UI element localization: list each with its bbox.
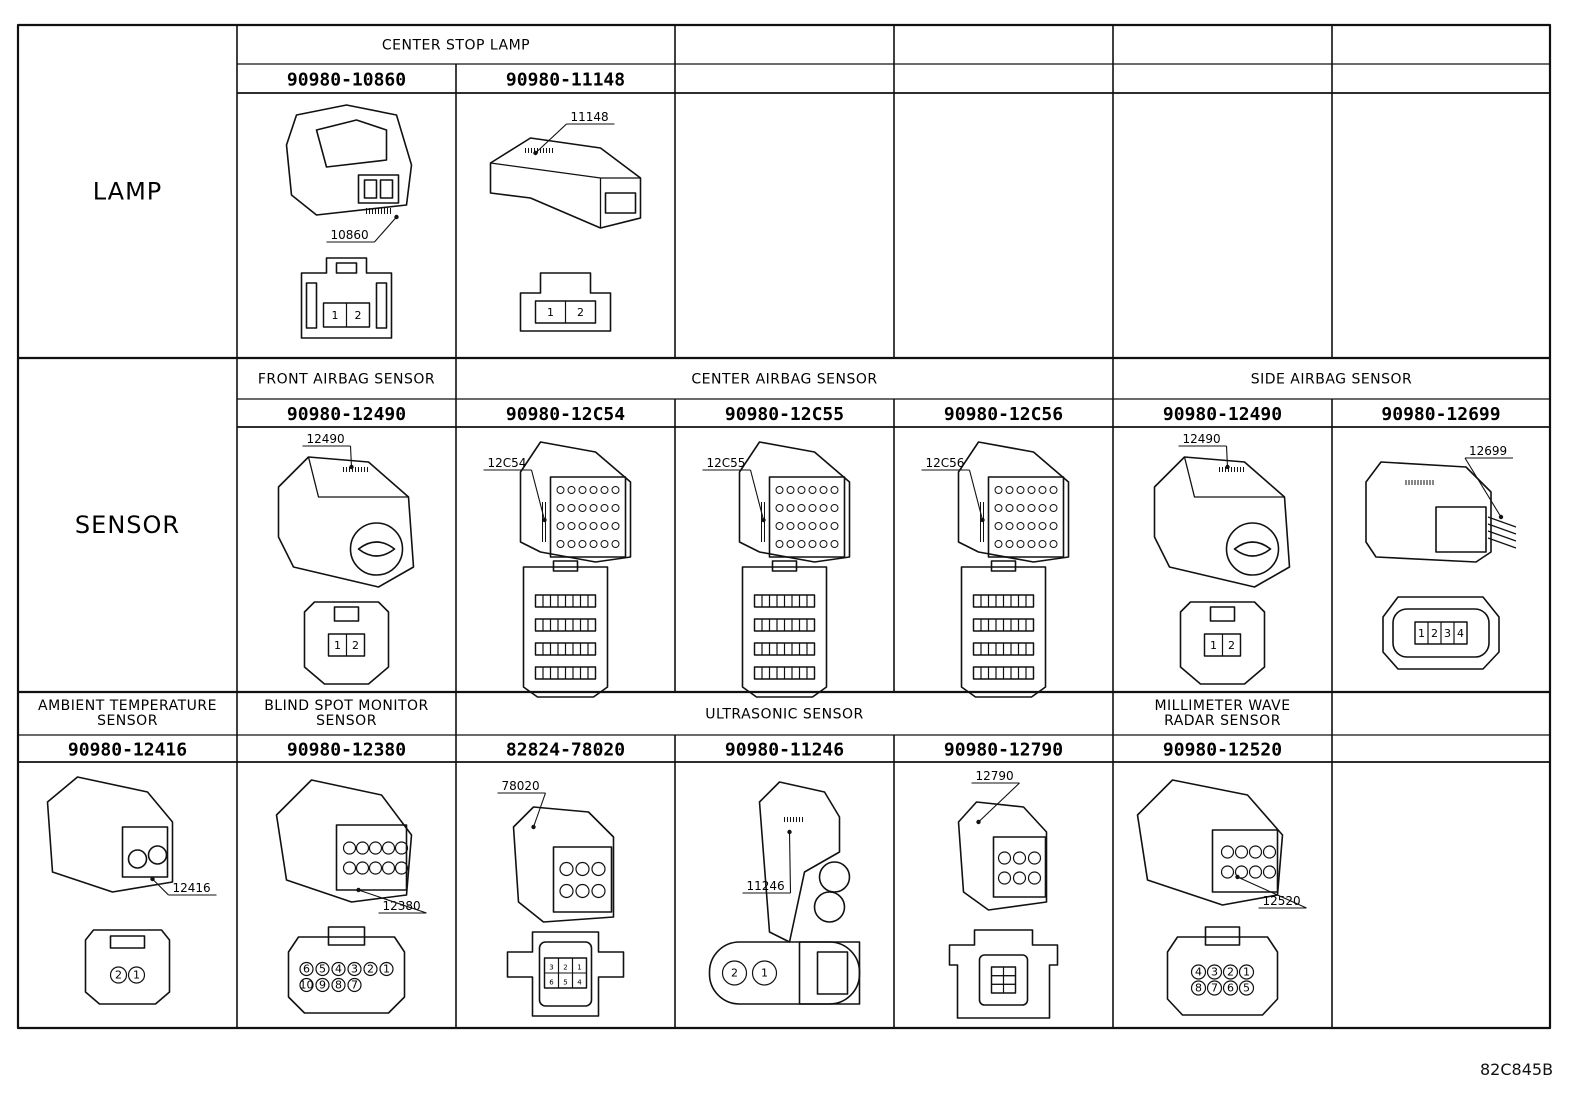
section-title: FRONT AIRBAG SENSOR	[258, 372, 435, 388]
pin-number: 1	[547, 306, 554, 319]
part-number: 90980-11246	[725, 740, 844, 761]
connector-90980-11148: 11148 1 2	[489, 110, 642, 332]
connector-82824-78020: 78020 3 2 1 6 5 4	[497, 779, 625, 1017]
part-number: 90980-12C56	[944, 404, 1063, 425]
pin-number: 1	[577, 964, 581, 972]
pin-number: 5	[563, 979, 567, 987]
pin-number: 1	[334, 639, 341, 652]
callout-label: 12C55	[707, 456, 746, 470]
row-label-sensor: SENSOR	[75, 511, 180, 539]
pin-number: 1	[383, 963, 390, 976]
pin-number: 2	[352, 639, 359, 652]
pin-number: 4	[1195, 966, 1202, 979]
callout-label: 12C56	[926, 456, 965, 470]
pin-number: 8	[1195, 982, 1202, 995]
part-number: 82824-78020	[506, 740, 625, 761]
callout-label: 12C54	[488, 456, 527, 470]
pin-number: 3	[549, 964, 553, 972]
section-title: SIDE AIRBAG SENSOR	[1251, 372, 1413, 388]
callout-label: 12490	[1183, 432, 1221, 446]
pin-number: 4	[577, 979, 582, 987]
pin-number: 1	[133, 969, 140, 982]
grid-lines	[16, 23, 1552, 1030]
part-number: 90980-12490	[287, 404, 406, 425]
connector-90980-12C54: 12C54	[483, 441, 632, 698]
pin-number: 2	[355, 309, 362, 322]
pin-number: 1	[1210, 639, 1217, 652]
callout-label: 12380	[383, 899, 421, 913]
pin-number: 10	[300, 979, 314, 992]
pin-number: 4	[335, 963, 342, 976]
pin-number: 2	[1227, 966, 1234, 979]
part-number: 90980-12490	[1163, 404, 1282, 425]
pin-number: 2	[731, 967, 738, 980]
part-number: 90980-10860	[287, 70, 406, 91]
connector-90980-12C55: 12C55	[702, 441, 851, 698]
pin-number: 2	[115, 969, 122, 982]
section-title: ULTRASONIC SENSOR	[705, 707, 863, 723]
section-title: CENTER STOP LAMP	[382, 38, 530, 54]
pin-number: 1	[1418, 627, 1425, 640]
pin-number: 7	[351, 979, 358, 992]
pin-number: 4	[1457, 627, 1464, 640]
pin-number: 1	[761, 967, 768, 980]
part-number: 90980-12520	[1163, 740, 1282, 761]
callout-label: 12416	[173, 881, 211, 895]
pin-number: 8	[335, 979, 342, 992]
pin-number: 2	[563, 964, 567, 972]
callout-label: 12790	[976, 769, 1014, 783]
pin-number: 2	[577, 306, 584, 319]
part-number: 90980-12C55	[725, 404, 844, 425]
part-number: 90980-12416	[68, 740, 187, 761]
pin-number: 5	[1243, 982, 1250, 995]
connector-90980-10860: 10860 1 2	[285, 104, 413, 339]
part-number: 90980-12C54	[506, 404, 625, 425]
callout-label: 12490	[307, 432, 345, 446]
callout-label: 12520	[1263, 894, 1301, 908]
callout-label: 78020	[502, 779, 540, 793]
pin-number: 2	[1228, 639, 1235, 652]
row-label-lamp: LAMP	[93, 178, 163, 206]
part-number: 90980-12380	[287, 740, 406, 761]
pin-number: 2	[367, 963, 374, 976]
pin-number: 1	[1243, 966, 1250, 979]
pin-number: 3	[1211, 966, 1218, 979]
pin-number: 6	[549, 979, 554, 987]
pin-number: 1	[332, 309, 339, 322]
callout-label: 10860	[331, 228, 369, 242]
pin-number: 9	[319, 979, 326, 992]
pin-number: 5	[319, 963, 326, 976]
reference-code: 82C845B	[1480, 1060, 1554, 1079]
pin-number: 3	[1444, 627, 1451, 640]
connector-90980-12C56: 12C56	[921, 441, 1070, 698]
callout-label: 11148	[571, 110, 609, 124]
callout-label: 11246	[747, 879, 785, 893]
pin-number: 3	[351, 963, 358, 976]
part-number: 90980-11148	[506, 70, 625, 91]
section-title: CENTER AIRBAG SENSOR	[691, 372, 877, 388]
pin-number: 6	[1227, 982, 1234, 995]
connector-90980-12790: 12790	[948, 769, 1059, 1019]
part-number: 90980-12699	[1381, 404, 1500, 425]
pin-number: 6	[303, 963, 310, 976]
part-number: 90980-12790	[944, 740, 1063, 761]
pin-number: 2	[1431, 627, 1438, 640]
pin-number: 7	[1211, 982, 1218, 995]
callout-label: 12699	[1469, 444, 1507, 458]
connector-90980-11246: 11246 2 1	[708, 781, 861, 1005]
